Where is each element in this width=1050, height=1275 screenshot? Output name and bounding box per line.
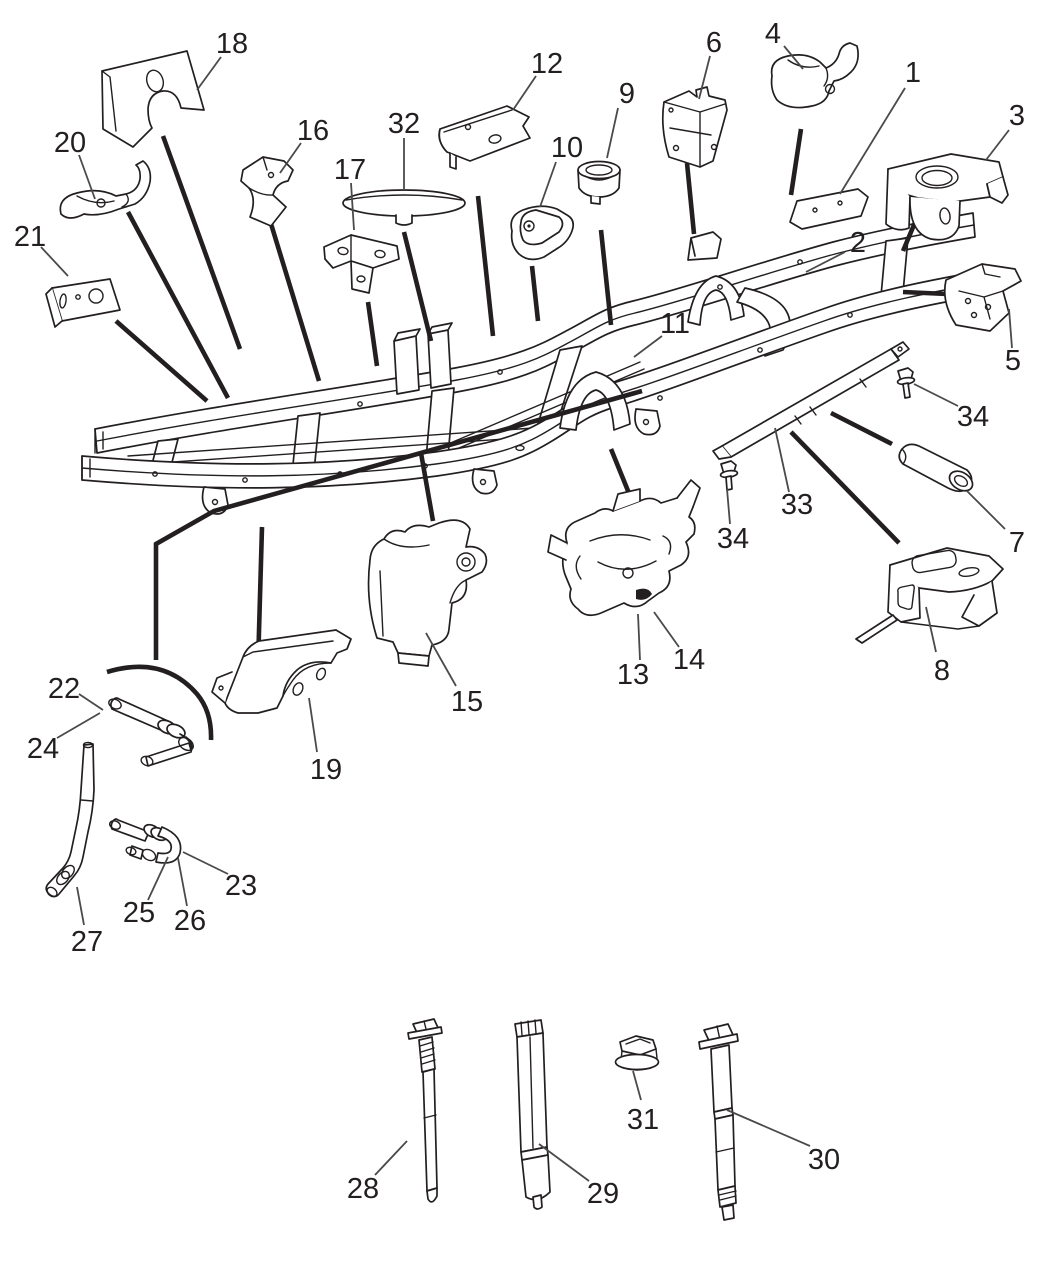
- part-9-drawing: [577, 160, 621, 205]
- callout-21: 21: [14, 221, 46, 253]
- callout-19: 19: [310, 754, 342, 786]
- part-23-25-26-drawing: [108, 818, 182, 864]
- part-29-drawing: [514, 1019, 551, 1210]
- callout-4: 4: [765, 18, 781, 50]
- part-10-drawing: [510, 205, 575, 261]
- part-34-bolt-right-drawing: [896, 367, 916, 399]
- callout-17: 17: [334, 154, 366, 186]
- callout-18: 18: [216, 28, 248, 60]
- part-7-drawing: [898, 443, 974, 493]
- callout-10: 10: [551, 132, 583, 164]
- callout-34-right: 34: [957, 401, 989, 433]
- callout-3: 3: [1009, 100, 1025, 132]
- part-31-nut-drawing: [614, 1035, 660, 1071]
- callout-13: 13: [617, 659, 649, 691]
- callout-9: 9: [619, 78, 635, 110]
- callout-34-left: 34: [717, 523, 749, 555]
- part-15-drawing: [367, 519, 488, 667]
- part-33-drawing: [712, 341, 910, 460]
- callout-12: 12: [531, 48, 563, 80]
- callout-33: 33: [781, 489, 813, 521]
- part-28-bolt-drawing: [407, 1018, 443, 1203]
- callout-1: 1: [905, 57, 921, 89]
- part-21-drawing: [45, 278, 121, 328]
- callout-16: 16: [297, 115, 329, 147]
- part-30-bolt-drawing: [698, 1023, 739, 1221]
- callout-28: 28: [347, 1173, 379, 1205]
- part-17-drawing: [323, 234, 400, 294]
- part-8-drawing: [855, 547, 1004, 644]
- callout-32: 32: [388, 108, 420, 140]
- part-3-drawing: [885, 153, 1009, 241]
- callout-15: 15: [451, 686, 483, 718]
- callout-30: 30: [808, 1144, 840, 1176]
- callout-27: 27: [71, 926, 103, 958]
- part-4-drawing: [770, 42, 859, 109]
- part-18-drawing: [101, 50, 205, 148]
- callout-20: 20: [54, 127, 86, 159]
- callout-5: 5: [1005, 345, 1021, 377]
- callout-25: 25: [123, 897, 155, 929]
- callout-6: 6: [706, 27, 722, 59]
- part-5-drawing: [943, 263, 1022, 332]
- part-19-drawing: [211, 629, 352, 714]
- part-20-drawing: [59, 160, 152, 219]
- part-27-drawing: [45, 741, 95, 898]
- callout-26: 26: [174, 905, 206, 937]
- part-34-bolt-left-drawing: [719, 460, 739, 491]
- callout-2: 2: [850, 227, 866, 259]
- callout-22: 22: [48, 673, 80, 705]
- callout-14: 14: [673, 644, 705, 676]
- part-32-drawing: [342, 189, 466, 226]
- callout-23: 23: [225, 870, 257, 902]
- callout-24: 24: [27, 733, 59, 765]
- part-22-24-drawing: [108, 697, 194, 767]
- callout-7: 7: [1009, 527, 1025, 559]
- part-12-drawing: [438, 105, 531, 170]
- part-16-drawing: [240, 156, 294, 227]
- callout-31: 31: [627, 1104, 659, 1136]
- callout-labels: 18 20 21 16 17 32 12 10 9 6 4 1 3 2 5 11…: [14, 18, 1025, 1210]
- callout-8: 8: [934, 655, 950, 687]
- callout-29: 29: [587, 1178, 619, 1210]
- part-6-drawing: [661, 86, 728, 168]
- callout-11: 11: [660, 308, 690, 340]
- leader-lines-heavy: [106, 128, 948, 741]
- leader-lines: [40, 45, 1013, 1182]
- part-13-14-drawing: [547, 479, 701, 617]
